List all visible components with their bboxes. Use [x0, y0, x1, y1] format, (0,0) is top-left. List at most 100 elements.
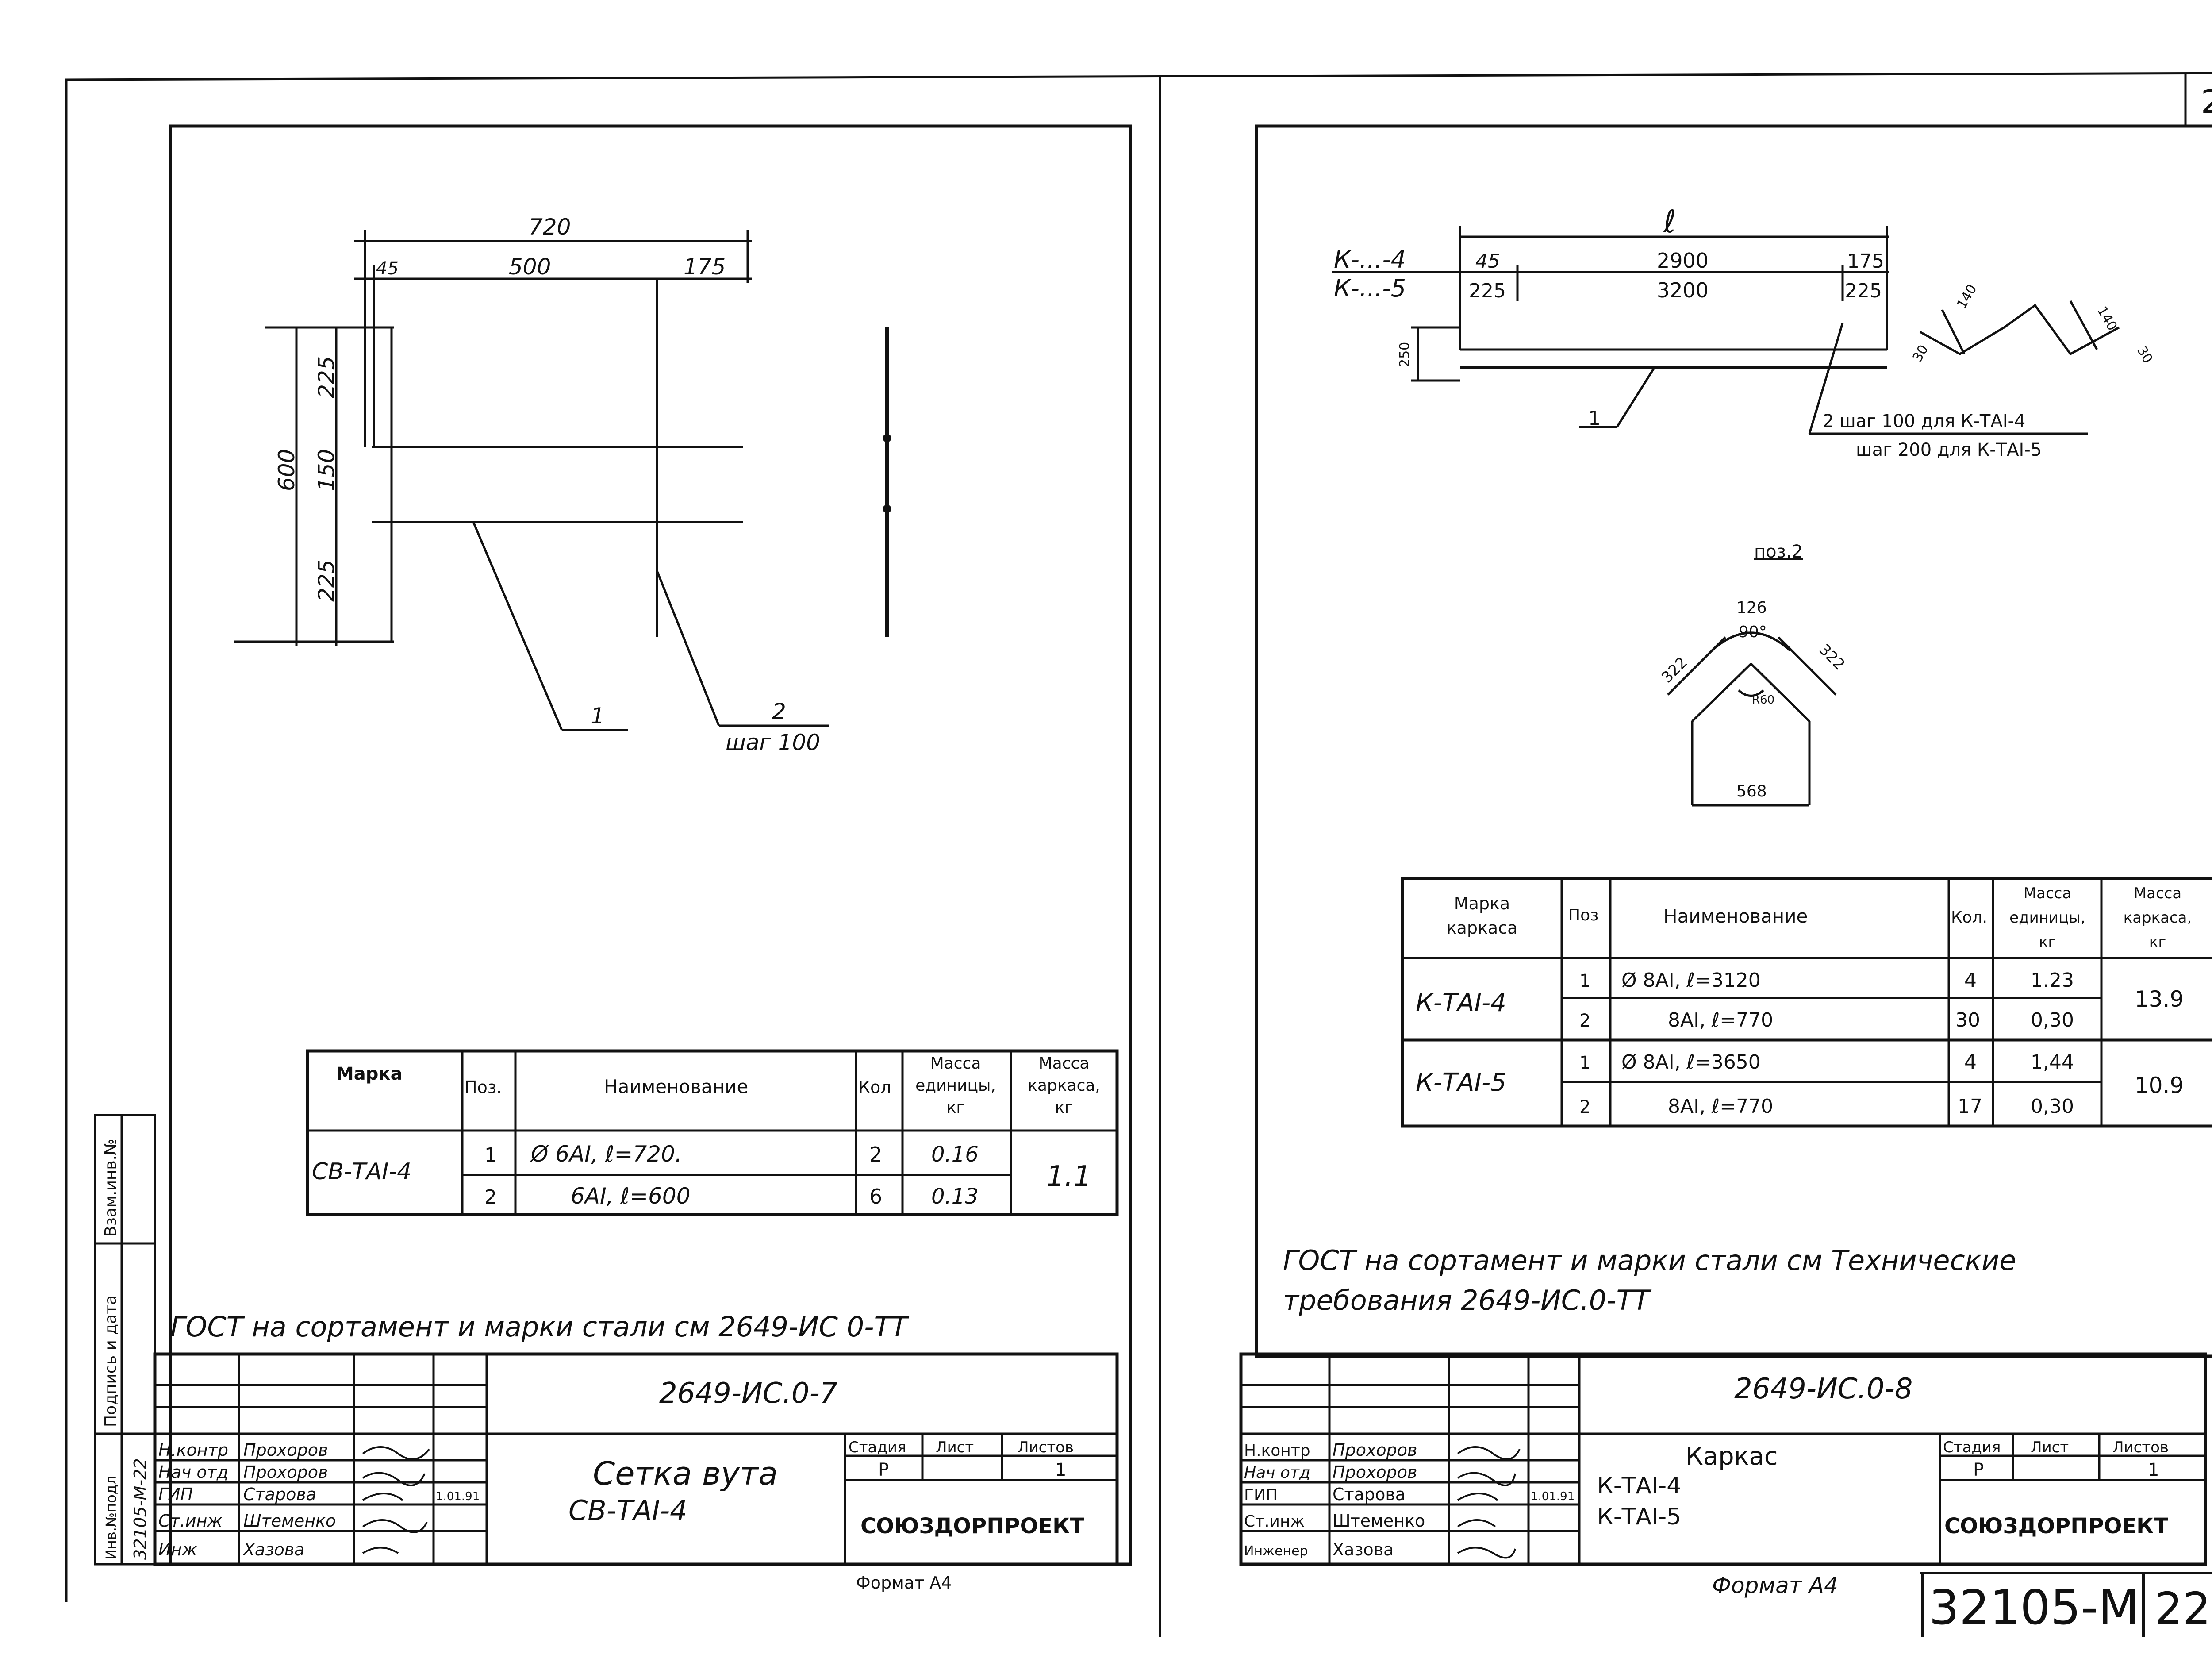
- pos2-dim-568: 568: [1736, 782, 1767, 800]
- right-sheet: ℓ К-...-4 К-...-5 45 2900 175 225 3200 2…: [1239, 124, 2212, 1637]
- bend-140-left: 140: [1954, 282, 1980, 312]
- right-title-line1: Каркас: [1686, 1442, 1778, 1471]
- right-th-mark-2: каркаса: [1447, 918, 1518, 938]
- side-stamp-code: 32105-М-22: [131, 1458, 150, 1560]
- left-signatures: [362, 1446, 430, 1554]
- dim-l: ℓ: [1663, 204, 1676, 240]
- right-group1-row2-unit-mass: 0,30: [2031, 1009, 2074, 1031]
- left-date: 1.01.91: [436, 1490, 480, 1503]
- archive-stamp-code: 32105-М: [1929, 1580, 2139, 1635]
- left-th-unit-mass-2: единицы,: [915, 1077, 996, 1095]
- left-sheets: 1: [1055, 1460, 1066, 1480]
- dim-45-right: 45: [1475, 250, 1500, 273]
- pos2-angle: 90°: [1739, 623, 1767, 641]
- right-spec-table: [1401, 877, 2212, 1128]
- right-group2-row2-unit-mass: 0,30: [2031, 1095, 2074, 1118]
- right-staff-name-3: Старова: [1333, 1485, 1406, 1504]
- right-format: Формат А4: [1712, 1573, 1838, 1598]
- side-stamp-orig: Инв.№подл: [103, 1476, 119, 1560]
- right-signatures: [1457, 1446, 1521, 1559]
- left-sheet-border: [169, 124, 1132, 1566]
- right-th-frame-mass-2: каркаса,: [2124, 909, 2192, 927]
- right-th-frame-mass-1: Масса: [2134, 885, 2181, 902]
- left-row2-name: 6АI, ℓ=600: [571, 1183, 691, 1209]
- left-th-mark: Марка: [336, 1064, 403, 1084]
- right-group2-row1-unit-mass: 1,44: [2031, 1051, 2074, 1073]
- dim-500: 500: [509, 254, 551, 280]
- right-staff-name-2: Прохоров: [1333, 1462, 1417, 1482]
- dim-150: 150: [314, 449, 339, 491]
- right-title-block: [1239, 1352, 2207, 1566]
- right-group1-row1-name: Ø 8АI, ℓ=3120: [1621, 969, 1761, 992]
- right-title-line3: К-ТАI-5: [1597, 1504, 1681, 1530]
- left-staff-name-5: Хазова: [242, 1540, 304, 1559]
- left-spec-table: [306, 1049, 1119, 1216]
- right-staff-name-4: Штеменко: [1333, 1511, 1425, 1531]
- right-group2-row1-name: Ø 8АI, ℓ=3650: [1621, 1051, 1761, 1073]
- dim-225-top: 225: [314, 356, 339, 398]
- right-group1-row1-unit-mass: 1.23: [2031, 969, 2074, 992]
- right-org: СОЮЗДОРПРОЕКТ: [1944, 1514, 2168, 1539]
- right-staff-role-4: Ст.инж: [1244, 1512, 1305, 1531]
- bend-30-right: 30: [2134, 344, 2155, 366]
- page-frame: [65, 72, 2212, 1637]
- left-row1-qty: 2: [869, 1143, 882, 1166]
- left-row1-pos: 1: [484, 1144, 497, 1166]
- left-stage-header: Стадия: [849, 1439, 906, 1456]
- dim-45: 45: [376, 258, 399, 279]
- left-th-unit-mass-3: кг: [947, 1099, 965, 1117]
- left-row2-pos: 2: [484, 1186, 497, 1208]
- leader-2-right-b: шаг 200 для К-ТАI-5: [1856, 440, 2042, 460]
- mesh-drawing: [234, 230, 891, 731]
- right-group1-row2-name: 8АI, ℓ=770: [1668, 1009, 1773, 1031]
- right-th-frame-mass-3: кг: [2149, 933, 2166, 951]
- right-group2-frame-mass: 10.9: [2135, 1073, 2184, 1098]
- left-row2-unit-mass: 0.13: [931, 1184, 979, 1209]
- left-th-name: Наименование: [604, 1076, 748, 1097]
- right-th-qty: Кол.: [1951, 908, 1987, 927]
- side-stamp-inv: Взам.инв.№: [102, 1139, 120, 1237]
- right-th-unit-mass-1: Масса: [2024, 885, 2071, 902]
- dim-2900: 2900: [1657, 249, 1709, 273]
- right-staff-role-1: Н.контр: [1244, 1442, 1310, 1460]
- right-group2-mark: К-ТАI-5: [1416, 1068, 1506, 1097]
- right-staff-name-1: Прохоров: [1333, 1440, 1417, 1460]
- right-date: 1.01.91: [1531, 1490, 1575, 1503]
- left-row1-unit-mass: 0.16: [931, 1142, 979, 1167]
- left-side-stamp: [94, 1114, 156, 1566]
- left-staff-name-3: Старова: [243, 1485, 316, 1504]
- left-stage: Р: [878, 1460, 889, 1480]
- right-staff-role-2: Нач отд: [1244, 1464, 1310, 1482]
- right-note-line2: требования 2649-ИС.0-ТТ: [1283, 1284, 1651, 1316]
- dim-600: 600: [274, 449, 300, 491]
- right-group2-row2-qty: 17: [1958, 1095, 1982, 1118]
- pos2-dim-126: 126: [1736, 599, 1767, 617]
- pos2-radius: R60: [1752, 693, 1774, 707]
- left-org: СОЮЗДОРПРОЕКТ: [860, 1514, 1084, 1539]
- pos2-detail-title: поз.2: [1754, 542, 1803, 562]
- right-staff-role-3: ГИП: [1244, 1486, 1278, 1504]
- right-doc-code: 2649-ИС.0-8: [1734, 1373, 1912, 1405]
- dim-720: 720: [529, 214, 571, 240]
- right-sheet-header: Лист: [2031, 1439, 2069, 1456]
- mark-k5: К-...-5: [1334, 274, 1406, 302]
- right-group1-row2-pos: 2: [1579, 1011, 1590, 1031]
- page-number: 22: [2201, 83, 2212, 120]
- archive-stamp: [1920, 1572, 2212, 1637]
- leader-2-right: 2 шаг 100 для К-ТАI-4: [1823, 411, 2025, 431]
- side-stamp-sign: Подпись и дата: [102, 1295, 120, 1427]
- left-staff-name-4: Штеменко: [243, 1511, 336, 1531]
- dim-3200: 3200: [1657, 278, 1709, 302]
- left-th-frame-mass-3: кг: [1055, 1099, 1073, 1117]
- left-th-unit-mass-1: Масса: [930, 1054, 981, 1073]
- right-group1-row1-qty: 4: [1964, 969, 1977, 992]
- dim-225-left: 225: [1469, 280, 1506, 302]
- left-row2-qty: 6: [869, 1185, 882, 1208]
- left-mark-cell: СВ-ТАI-4: [312, 1158, 411, 1185]
- left-th-frame-mass-1: Масса: [1039, 1054, 1090, 1073]
- right-th-unit-mass-2: единицы,: [2009, 909, 2085, 927]
- right-th-mark-1: Марка: [1454, 894, 1510, 913]
- left-sheet: 720 45 500 175 600 225 150 225 1 2 шаг 1…: [94, 124, 1132, 1593]
- right-staff-role-5: Инженер: [1244, 1543, 1308, 1559]
- left-row1-name: Ø 6АI, ℓ=720.: [530, 1141, 682, 1167]
